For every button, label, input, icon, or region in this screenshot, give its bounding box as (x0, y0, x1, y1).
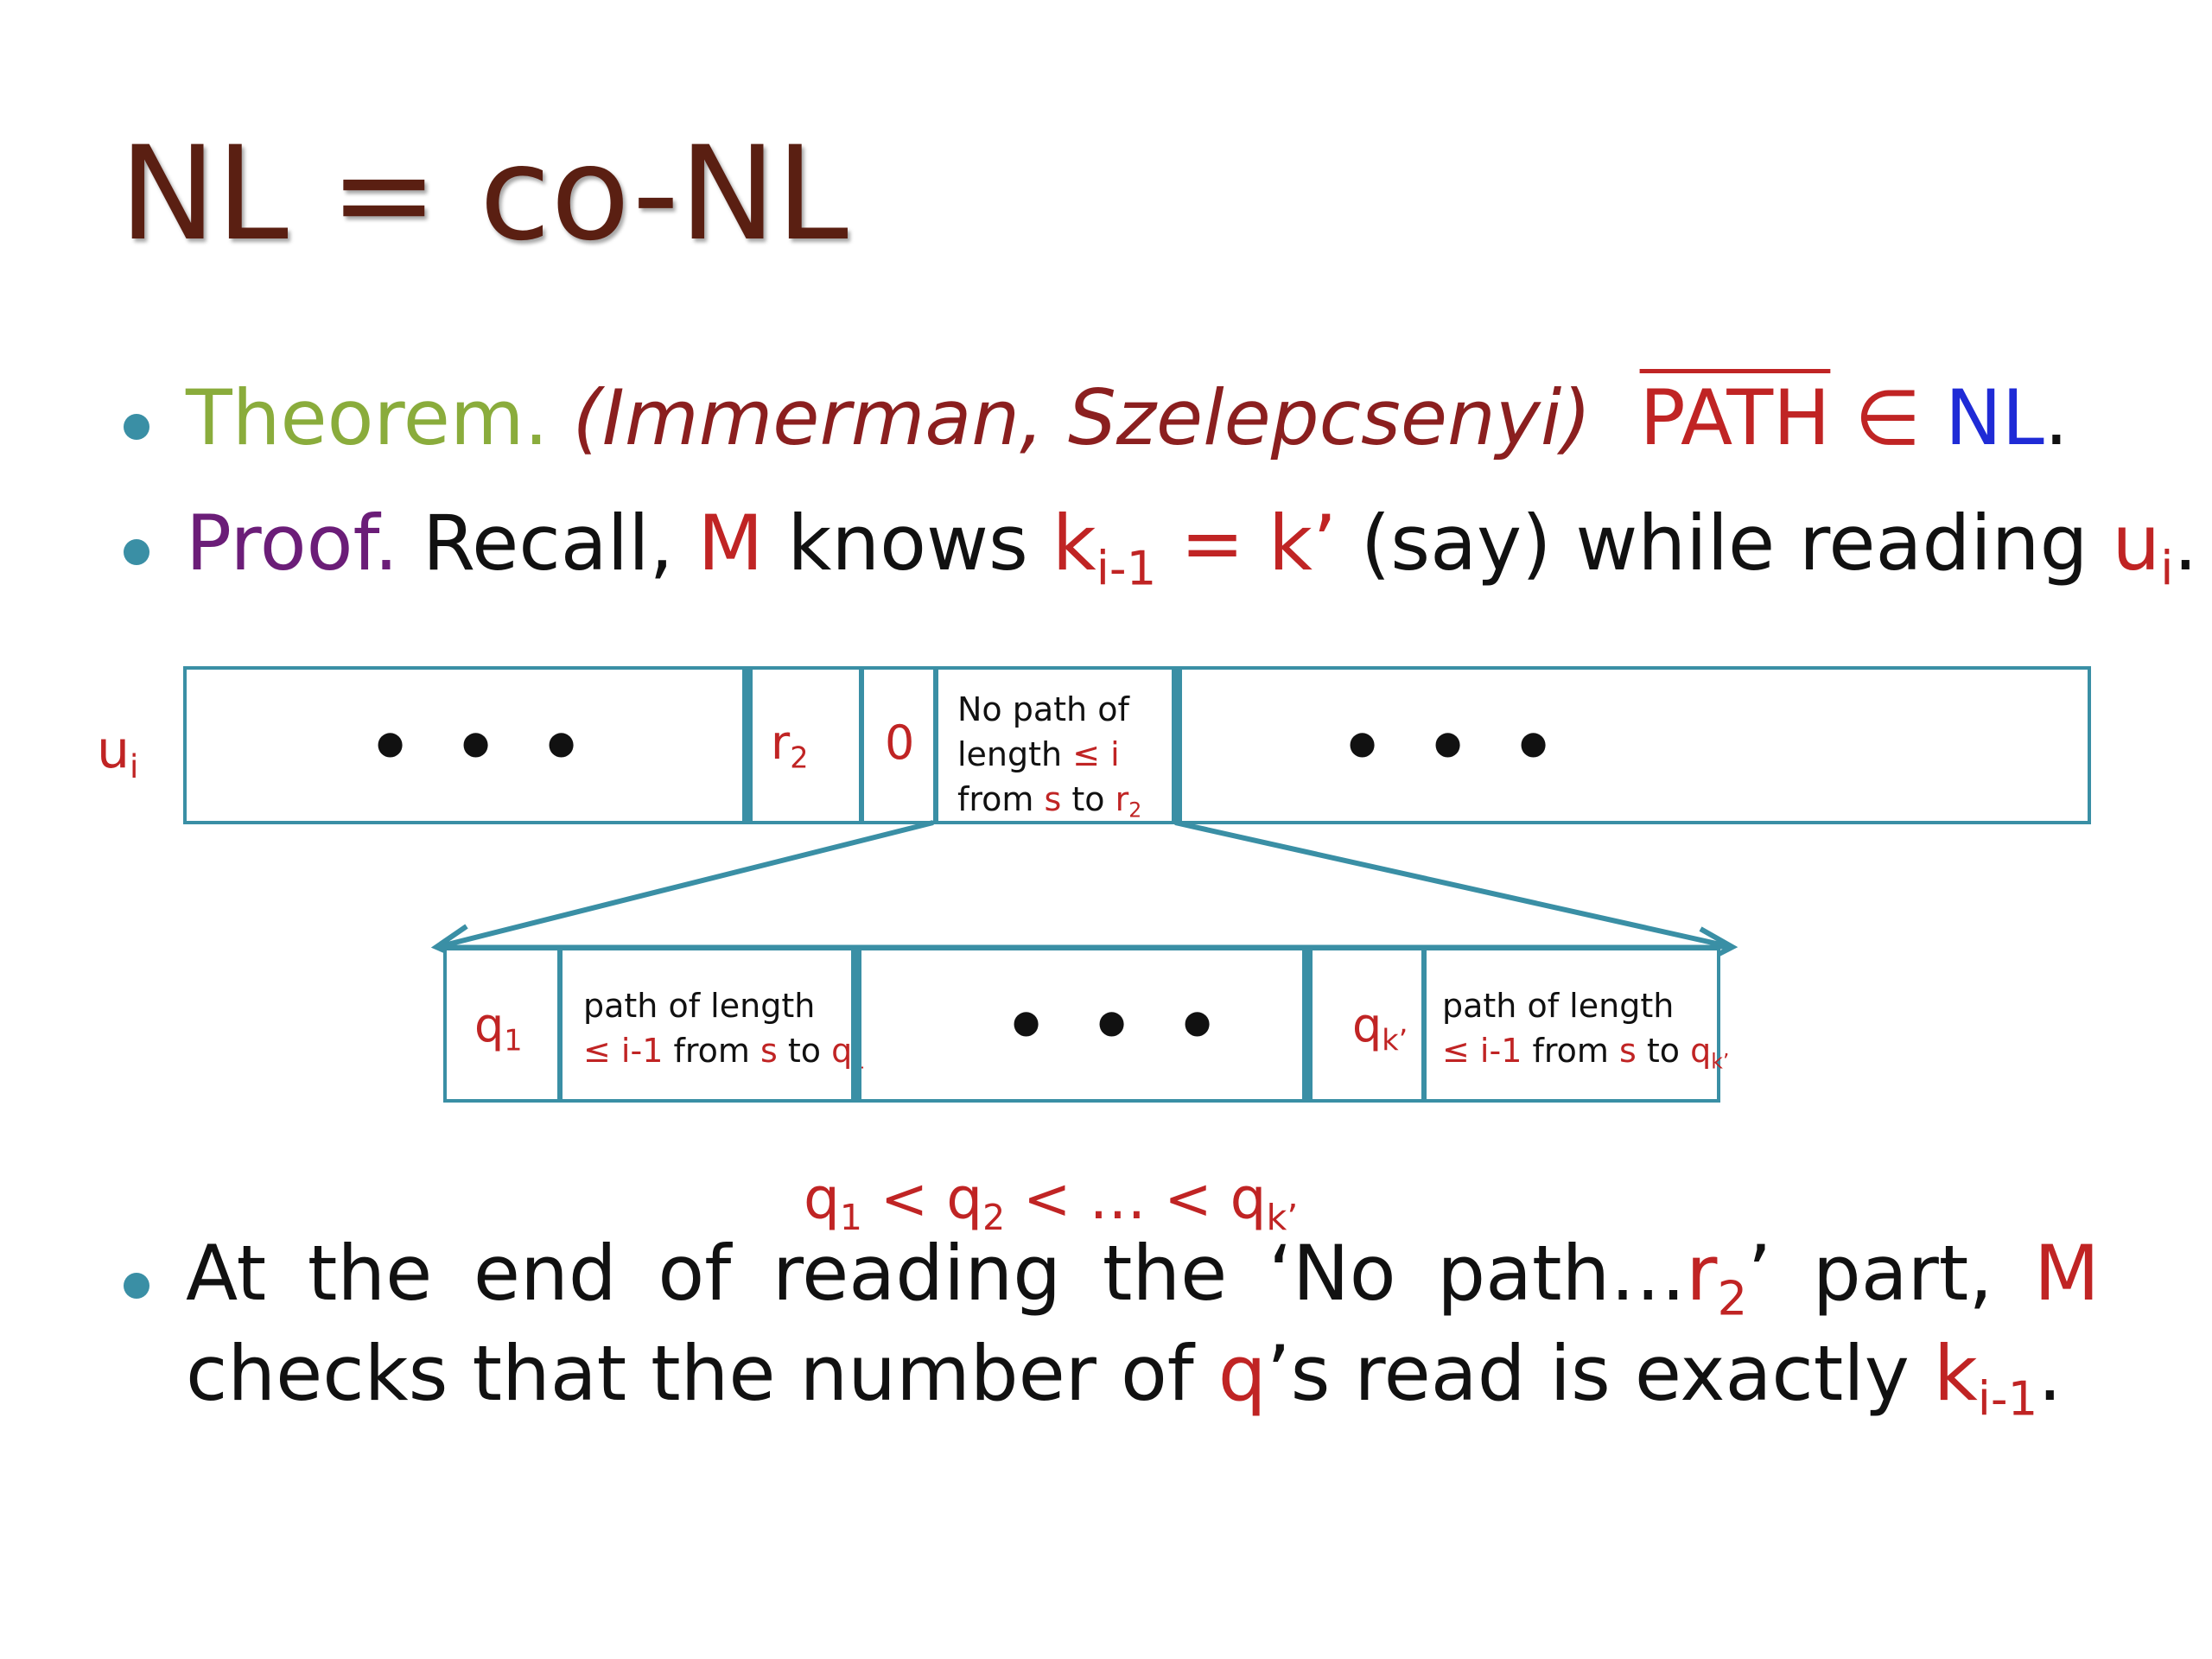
conclusion-line-1: At the end of reading the ‘No path…r2’ p… (186, 1229, 2100, 1326)
proof-text-2: knows (787, 499, 1028, 588)
u-variable: ui (2112, 499, 2174, 596)
proof-text-1: Recall, (422, 499, 674, 588)
tape-cell-q1: q1 (474, 998, 523, 1058)
tape-cell-nopath: No path of length ≤ i from s to r2 (957, 690, 1142, 823)
theorem-label: Theorem. (186, 373, 549, 462)
theorem-period: . (2044, 373, 2069, 462)
tape-separator (557, 950, 563, 1099)
q-ordering: q1 < q2 < … < qk’ (804, 1166, 1299, 1239)
path-complement: PATH (1639, 373, 1831, 462)
tape-separator (1172, 670, 1182, 821)
theorem-citation: (Immerman, Szelepcsenyi) (572, 373, 1592, 462)
tape-cell-path2: path of length ≤ i-1 from s to qk’ (1442, 987, 1730, 1074)
tape-separator (1421, 950, 1427, 1099)
tape-ui: • • • r2 0 No path of length ≤ i from s … (183, 666, 2091, 824)
tape-cell-zero: 0 (885, 715, 915, 770)
proof-bullet: Proof. Recall, M knows ki-1 = k’ (say) w… (186, 505, 2197, 592)
tape-separator (851, 950, 861, 1099)
theorem-bullet: Theorem. (Immerman, Szelepcsenyi) PATH ∈… (186, 380, 2069, 456)
bullet-dot (124, 414, 149, 440)
tape-row-label: ui (97, 720, 139, 785)
tape-separator (933, 670, 938, 821)
tape-middle-ellipsis: • • • (1004, 986, 1229, 1066)
k-variable: ki-1 = k’ (1052, 499, 1337, 596)
proof-label: Proof. (186, 499, 398, 588)
tape-cell-path1: path of length ≤ i-1 from s to q1 (583, 987, 865, 1071)
slide-title: NL = co-NL (119, 119, 849, 270)
bullet-dot (124, 1273, 149, 1299)
proof-period: . (2173, 499, 2198, 588)
tape-separator (1302, 950, 1313, 1099)
conclusion-line-2: checks that the number of q’s read is ex… (186, 1329, 2063, 1427)
proof-text-3: (say) while reading (1360, 499, 2088, 588)
tape-cell-qk: qk’ (1352, 998, 1408, 1058)
tape-right-ellipsis: • • • (1340, 707, 1565, 787)
bullet-dot (124, 539, 149, 565)
tape-separator (742, 670, 753, 821)
tape-cell-r2: r2 (771, 715, 809, 775)
tape-separator (859, 670, 864, 821)
conclusion-bullet: At the end of reading the ‘No path…r2’ p… (186, 1229, 2100, 1427)
machine-m: M (697, 499, 764, 588)
element-of-symbol: ∈ (1854, 373, 1921, 462)
tape-zoomed: q1 path of length ≤ i-1 from s to q1 • •… (443, 947, 1729, 1103)
tape-left-ellipsis: • • • (368, 707, 593, 787)
nl-class: NL (1944, 373, 2044, 462)
